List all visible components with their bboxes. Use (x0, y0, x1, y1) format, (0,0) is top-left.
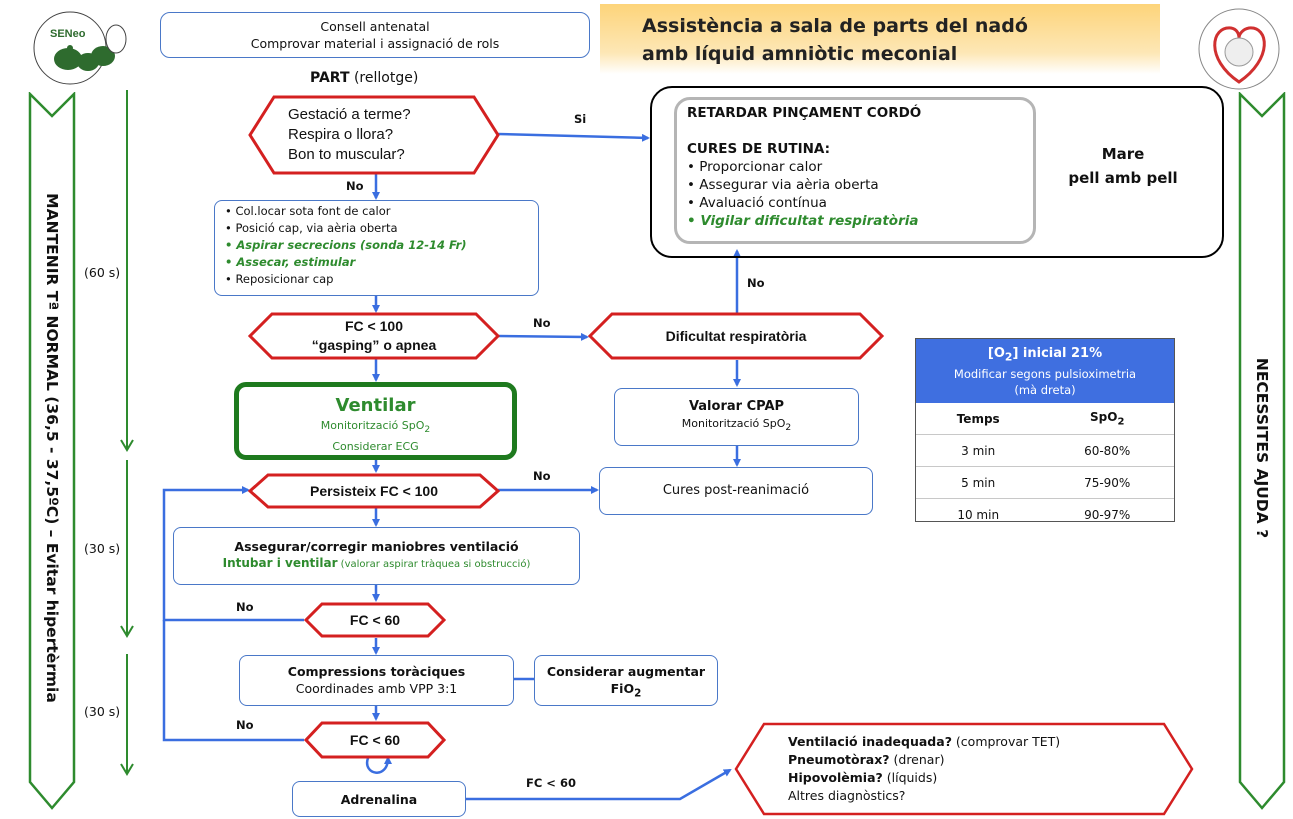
mare-line1: Mare (1101, 145, 1145, 163)
fc60a-text: FC < 60 (349, 612, 401, 628)
part-rest: (rellotge) (349, 70, 419, 86)
o2-table-header: [O2] inicial 21% Modificar segons pulsio… (916, 339, 1174, 403)
ventilar-line2: Monitorització SpO2 (320, 419, 431, 436)
cpap-box: Valorar CPAP Monitorització SpO2 (614, 388, 859, 446)
initial-assessment-hexagon: Gestació a terme? Respira o llora? Bon t… (248, 95, 500, 175)
o2-header-3: (mà dreta) (1014, 382, 1076, 397)
fc60-hexagon-a: FC < 60 (304, 602, 446, 638)
cpap-title: Valorar CPAP (688, 399, 785, 414)
compressions-line2: Coordinades amb VPP 3:1 (295, 681, 458, 696)
step-5: • Reposicionar cap (225, 272, 334, 286)
title-line2: amb líquid amniòtic meconial (642, 43, 958, 65)
step-3: • Aspirar secrecions (sonda 12-14 Fr) (225, 238, 467, 252)
left-side-arrow (28, 90, 76, 812)
label-no-2: No (533, 316, 551, 330)
label-si: Si (574, 112, 587, 126)
seneo-abbr: SENeo (50, 28, 86, 40)
compressions-box: Compressions toràciques Coordinades amb … (239, 655, 514, 706)
assegurar-box: Assegurar/corregir maniobres ventilació … (173, 527, 580, 585)
q1-line1: Gestació a terme? (288, 106, 411, 123)
col-spo2: SpO2 (1090, 409, 1125, 428)
step-2: • Posició cap, via aèria oberta (225, 221, 398, 235)
seneo-logo: SENeo (8, 4, 134, 88)
consell-box: Consell antenatal Comprovar material i a… (160, 12, 590, 58)
diagnostics-hexagon: Ventilació inadequada? (comprovar TET) P… (734, 722, 1194, 816)
adrenalina-box: Adrenalina (292, 781, 466, 817)
o2-header-1: [O2] inicial 21% (987, 346, 1103, 364)
fc100-line1: FC < 100 (345, 318, 403, 334)
routine-subtitle: CURES DE RUTINA: (687, 141, 831, 157)
o2-header-2: Modificar segons pulsioximetria (953, 366, 1137, 381)
routine-outer-box (650, 86, 1224, 258)
initial-steps-box: • Col.locar sota font de calor • Posició… (214, 200, 539, 296)
label-no-6: No (236, 718, 254, 732)
routine-title: RETARDAR PINÇAMENT CORDÓ (687, 105, 922, 121)
q1-line2: Respira o llora? (288, 126, 394, 143)
fc100-line2: “gasping” o apnea (311, 337, 437, 353)
routine-item-3: • Avaluació contínua (687, 195, 827, 211)
step-1: • Col.locar sota font de calor (225, 204, 391, 218)
step-4: • Assecar, estimular (225, 255, 356, 269)
routine-inner-box: RETARDAR PINÇAMENT CORDÓ CURES DE RUTINA… (674, 97, 1036, 244)
right-side-arrow (1238, 90, 1286, 812)
page-title: Assistència a sala de parts del nadó amb… (642, 12, 1028, 68)
compressions-line1: Compressions toràciques (287, 664, 466, 679)
post-box: Cures post-reanimació (599, 467, 873, 515)
time-arrows (120, 90, 134, 776)
diag-2: Pneumotòrax? (drenar) (788, 752, 945, 767)
title-line1: Assistència a sala de parts del nadó (642, 15, 1028, 37)
col-temps: Temps (956, 411, 1000, 426)
routine-item-1: • Proporcionar calor (687, 159, 823, 175)
label-no-4: No (533, 469, 551, 483)
consell-line2: Comprovar material i assignació de rols (250, 36, 500, 51)
part-label: PART (rellotge) (310, 70, 418, 86)
mare-line2: pell amb pell (1068, 169, 1178, 187)
label-no-5: No (236, 600, 254, 614)
assegurar-line1: Assegurar/corregir maniobres ventilació (234, 539, 519, 554)
persisteix-text: Persisteix FC < 100 (309, 483, 439, 499)
fio2-line1: Considerar augmentar (546, 664, 706, 679)
title-banner (600, 4, 1160, 74)
fc60-hexagon-b: FC < 60 (304, 721, 446, 759)
routine-item-2: • Assegurar via aèria oberta (687, 177, 879, 193)
fc60b-text: FC < 60 (349, 732, 401, 748)
mare-pell-text: Mare pell amb pell (1048, 142, 1198, 190)
label-fc60: FC < 60 (526, 776, 576, 790)
routine-item-green: • Vigilar dificultat respiratòria (687, 213, 919, 229)
cpap-line2: Monitorització SpO2 (681, 417, 792, 434)
q1-line3: Bon to muscular? (288, 146, 405, 163)
time-30s-a: (30 s) (84, 541, 121, 556)
ventilar-line3: Considerar ECG (332, 440, 419, 454)
part-bold: PART (310, 70, 350, 86)
rcp-neonatal-logo (1195, 4, 1283, 94)
persisteix-hexagon: Persisteix FC < 100 (248, 473, 500, 509)
ventilar-box: Ventilar Monitorització SpO2 Considerar … (234, 382, 517, 460)
o2-table-colheads: Temps SpO2 (916, 403, 1174, 435)
consell-line1: Consell antenatal (320, 19, 430, 34)
diag-1: Ventilació inadequada? (comprovar TET) (788, 734, 1061, 749)
dificultat-text: Dificultat respiratòria (665, 328, 807, 344)
diag-3: Hipovolèmia? (líquids) (788, 770, 938, 785)
time-60s: (60 s) (84, 265, 121, 280)
o2-table: [O2] inicial 21% Modificar segons pulsio… (915, 338, 1175, 530)
ventilar-title: Ventilar (335, 395, 416, 416)
fc100-hexagon: FC < 100 “gasping” o apnea (248, 312, 500, 360)
diag-4: Altres diagnòstics? (788, 788, 906, 803)
fio2-line2: FiO2 (610, 681, 642, 700)
time-30s-b: (30 s) (84, 704, 121, 719)
dificultat-hexagon: Dificultat respiratòria (588, 312, 884, 360)
assegurar-line2: Intubar i ventilar (valorar aspirar tràq… (222, 556, 531, 570)
label-no-3: No (747, 276, 765, 290)
fio2-box: Considerar augmentar FiO2 (534, 655, 718, 706)
label-no-1: No (346, 179, 364, 193)
